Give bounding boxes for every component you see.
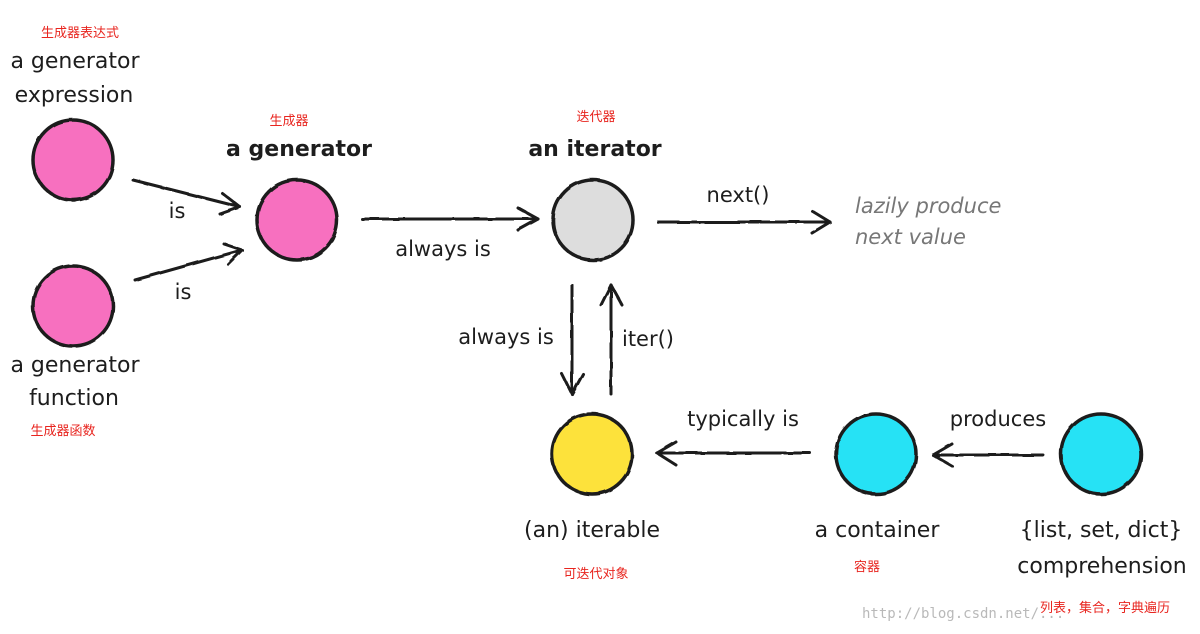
arrow-iterator-next <box>656 209 832 235</box>
gen-func-label-cn: 生成器函数 <box>30 424 96 439</box>
container-label: a container <box>814 518 940 543</box>
arrow-comprehension-to-container <box>931 442 1045 468</box>
gen-expr-label-cn: 生成器表达式 <box>40 26 120 41</box>
arrow-container-to-iterable <box>655 440 812 467</box>
node-generator <box>255 178 339 262</box>
arrow-func-to-generator <box>133 242 244 282</box>
arrow-generator-to-iterator <box>360 206 540 232</box>
iterable-label-cn: 可迭代对象 <box>563 567 629 582</box>
node-iterable <box>550 412 634 496</box>
node-generator-function <box>31 264 115 348</box>
container-label-cn: 容器 <box>853 560 881 575</box>
edge-label-generator-always-is: always is <box>395 237 491 261</box>
arrow-iterable-to-iterator <box>599 283 624 396</box>
comprehension-label-line1: {list, set, dict} <box>1019 518 1183 543</box>
arrow-iterator-to-iterable <box>560 283 585 396</box>
edge-label-produces: produces <box>949 407 1047 431</box>
gen-expr-label-line2: expression <box>14 83 134 108</box>
node-generator-expression <box>31 118 115 202</box>
edge-label-func-is: is <box>174 280 192 304</box>
note-line1: lazily produce <box>855 194 1002 218</box>
gen-func-label-line1: a generator <box>10 353 140 378</box>
comprehension-label-line2: comprehension <box>1017 554 1187 579</box>
generator-label: a generator <box>226 137 372 162</box>
iterator-label-cn: 迭代器 <box>576 110 616 125</box>
edge-label-typically-is: typically is <box>687 407 799 431</box>
gen-func-label-line2: function <box>29 386 119 411</box>
node-iterator <box>551 178 635 262</box>
node-comprehension <box>1059 412 1143 496</box>
iterator-label: an iterator <box>528 137 662 162</box>
node-container <box>834 412 918 496</box>
gen-expr-label-line1: a generator <box>10 49 140 74</box>
watermark: http://blog.csdn.net/... <box>862 606 1065 622</box>
edge-label-expr-is: is <box>168 199 186 223</box>
generator-label-cn: 生成器 <box>269 114 309 129</box>
edge-label-iter: iter() <box>621 327 675 351</box>
note-line2: next value <box>855 225 966 249</box>
edge-label-iterator-always-is: always is <box>458 325 554 349</box>
edge-label-next: next() <box>706 183 770 207</box>
arrow-expr-to-generator <box>131 178 242 216</box>
iterable-label: (an) iterable <box>524 518 660 543</box>
comprehension-label-cn: 列表，集合，字典遍历 <box>1039 601 1171 616</box>
